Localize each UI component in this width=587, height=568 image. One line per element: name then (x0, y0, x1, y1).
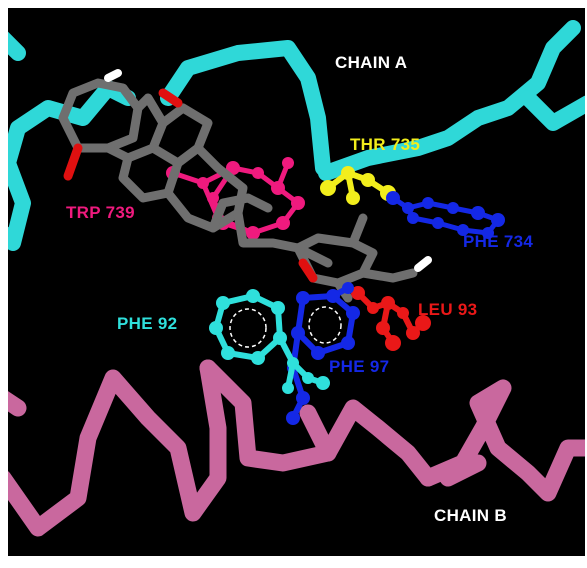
trp-739-label: TRP 739 (66, 203, 135, 222)
phe-92-residue (209, 289, 330, 394)
chain-a-segment-far-right (520, 90, 585, 131)
leu-93-label: LEU 93 (418, 300, 478, 319)
chain-a-segment-top (160, 40, 331, 176)
chain-b-segment-main (8, 359, 227, 537)
chain-b-segment-right (299, 404, 337, 462)
molecular-viewport[interactable]: CHAIN A THR 735 TRP 739 PHE 734 LEU 93 P… (8, 8, 585, 556)
chain-b-backbone (8, 359, 585, 537)
chain-a-backbone (8, 20, 585, 251)
chain-a-segment-edge (8, 31, 26, 61)
leu-93-residue (351, 286, 431, 351)
chain-a-segment-left (8, 80, 136, 251)
ligand-molecule (58, 69, 432, 303)
chain-b-segment-far (419, 379, 585, 502)
thr-735-residue (320, 166, 396, 205)
molecular-scene (8, 20, 585, 537)
chain-a-segment-right (318, 20, 581, 181)
chain-b-segment-low (439, 454, 487, 487)
chain-b-segment-edge (8, 391, 27, 417)
phe-734-residue (386, 191, 505, 239)
phe-92-aromatic-ring (229, 308, 267, 348)
chain-b-label: CHAIN B (434, 506, 507, 525)
phe-97-label: PHE 97 (329, 357, 390, 376)
phe-734-label: PHE 734 (463, 232, 534, 251)
chain-a-label: CHAIN A (335, 53, 408, 72)
thr-735-label: THR 735 (350, 135, 421, 154)
phe-97-aromatic-ring (308, 306, 342, 344)
phe-92-label: PHE 92 (117, 314, 178, 333)
